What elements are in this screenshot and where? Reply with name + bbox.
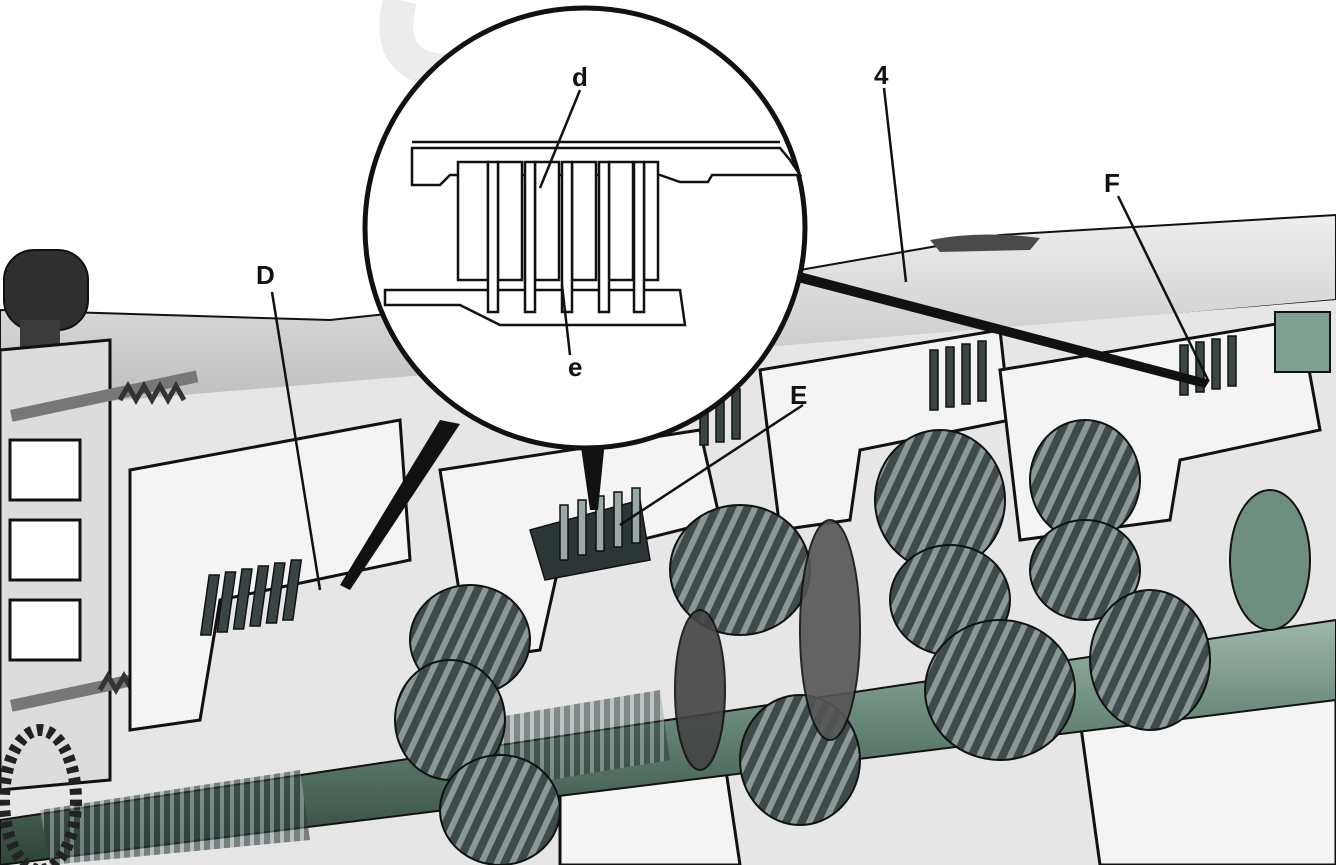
gear-set [394,419,1311,865]
left-end-cover [0,249,199,792]
clutch-plate-inner [456,160,660,282]
clutch-pack-F [1179,335,1237,396]
label-F: F [1104,168,1120,198]
label-4: 4 [874,60,889,90]
gear [1089,589,1211,731]
label-d: d [572,62,588,92]
clutch-plate-outer [486,160,646,314]
chain-sprocket [0,724,82,865]
detail-magnifier [362,5,808,451]
clutch-pack-E [529,487,651,581]
synchro-ring [799,519,861,741]
gear [439,754,561,865]
right-end-housing [1274,311,1331,373]
gear [1029,519,1141,621]
clutch-pack-D [199,559,303,636]
zoom-lines [340,272,1210,590]
leader-lines [270,87,1210,591]
gear [924,619,1076,761]
synchro-ring [1229,489,1311,631]
synchro-ring [674,609,726,771]
label-e: e [568,352,582,382]
label-E: E [790,380,807,410]
label-D: D [256,260,275,290]
